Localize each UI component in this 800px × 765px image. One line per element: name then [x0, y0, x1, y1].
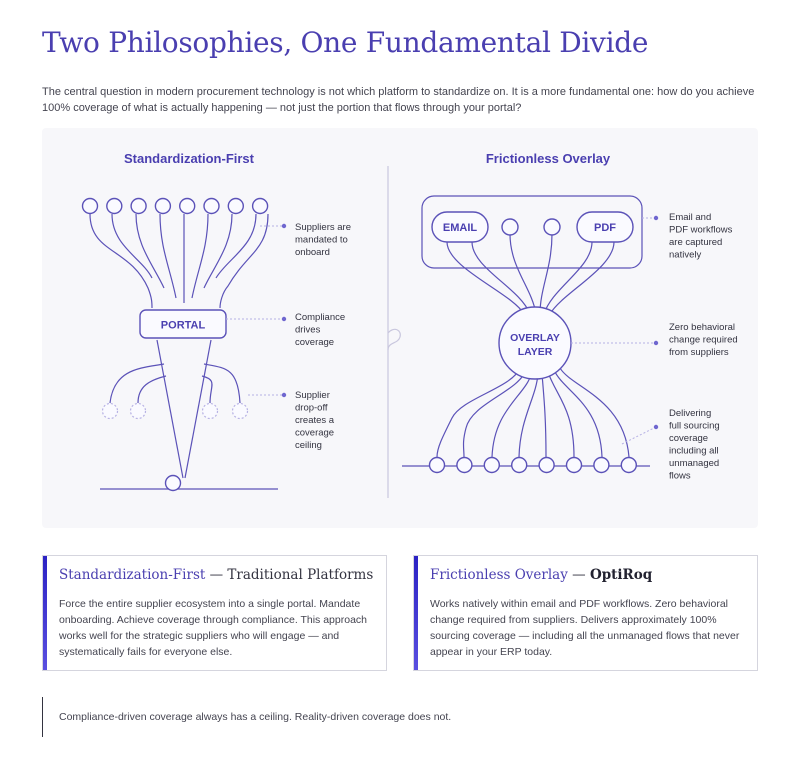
left-annotation-dots [281, 223, 287, 398]
funnel-lines [89, 213, 278, 490]
email-source-node [431, 211, 489, 243]
page-title: Two Philosophies, One Fundamental Divide [42, 26, 649, 59]
standardization-card: Standardization-First — Traditional Plat… [42, 555, 387, 671]
closing-quote: Compliance-driven coverage always has a … [42, 697, 451, 737]
captured-flow-nodes [428, 456, 637, 474]
email-source-label: EMAIL [443, 222, 478, 234]
standardization-card-heading: Standardization-First — Traditional Plat… [59, 567, 373, 583]
supplier-node [178, 197, 196, 215]
right-diagram-heading: Frictionless Overlay [486, 151, 611, 166]
card-heading-sub: Traditional Platforms [227, 567, 374, 583]
philosophy-diagram: Standardization-First PORT [81, 151, 738, 498]
right-annotation-dots [653, 215, 659, 430]
annotation-line: Email and [669, 212, 711, 223]
supplier-node [130, 197, 147, 215]
left-annotation-leaders [226, 225, 282, 396]
flow-node [620, 456, 637, 474]
card-heading-main: Frictionless Overlay [430, 567, 568, 583]
flow-node [511, 456, 528, 474]
overlay-label-line1: OVERLAY [510, 332, 560, 344]
annotation-line: Suppliers are [295, 222, 351, 233]
overlay-label-line2: LAYER [518, 346, 553, 358]
annotation-line: are captured [669, 237, 722, 248]
right-annotation-leaders [571, 217, 655, 445]
supplier-node [154, 197, 172, 215]
card-accent-bar [43, 556, 47, 670]
annotation-line: creates a [295, 415, 335, 426]
left-diagram-heading: Standardization-First [124, 151, 255, 166]
intro-paragraph: The central question in modern procureme… [42, 86, 755, 114]
dropped-node [231, 402, 249, 420]
annotation-line: flows [669, 471, 691, 482]
portal-node [139, 309, 227, 339]
annotation-line: onboard [295, 247, 330, 258]
standardization-card-body: Force the entire supplier ecosystem into… [59, 598, 368, 658]
annotation-line: mandated to [295, 235, 348, 246]
annotation-line: Delivering [669, 408, 711, 419]
annotation-line: drives [295, 325, 321, 336]
annotation-line: Compliance [295, 312, 345, 323]
annotation-line: including all [669, 446, 719, 457]
source-node [501, 218, 519, 236]
flow-node [593, 456, 610, 474]
card-accent-bar [414, 556, 418, 670]
annotation-line: from suppliers [669, 347, 729, 358]
overlay-card-body: Works natively within email and PDF work… [430, 598, 740, 658]
annotation-line: drop-off [295, 403, 328, 414]
card-heading-brand: OptiRoq [589, 567, 653, 583]
card-heading-separator: — [572, 567, 586, 583]
annotation-line: PDF workflows [669, 225, 733, 236]
annotation-line: full sourcing [669, 421, 720, 432]
dropped-node [201, 402, 219, 420]
flow-node [483, 456, 500, 474]
pdf-source-label: PDF [594, 222, 616, 234]
source-container [421, 195, 643, 269]
divider-knot [387, 328, 401, 351]
diagram-panel: Standardization-First PORT [42, 128, 758, 528]
annotation-line: natively [669, 250, 701, 261]
pdf-source-node [576, 211, 634, 243]
ceiling-node [164, 474, 182, 492]
supplier-node [203, 197, 220, 215]
dropped-node [129, 402, 147, 420]
annotation-line: change required [669, 335, 738, 346]
flow-node [456, 456, 473, 474]
flow-node [538, 456, 555, 474]
flow-node [565, 456, 583, 474]
overlay-input-lines [446, 233, 615, 315]
portal-label: PORTAL [161, 320, 206, 332]
overlay-card: Frictionless Overlay — OptiRoq Works nat… [413, 555, 758, 671]
annotation-line: ceiling [295, 440, 322, 451]
overlay-output-lines [402, 367, 650, 467]
annotation-line: coverage [295, 428, 334, 439]
annotation-line: Supplier [295, 390, 330, 401]
supplier-node [81, 197, 99, 215]
flow-node [428, 456, 446, 474]
supplier-nodes [81, 197, 269, 215]
overlay-card-heading: Frictionless Overlay — OptiRoq [430, 567, 652, 583]
annotation-line: Zero behavioral [669, 322, 735, 333]
annotation-line: unmanaged [669, 458, 719, 469]
dropped-supplier-nodes [101, 402, 249, 420]
annotation-line: coverage [295, 337, 334, 348]
supplier-node [251, 197, 269, 215]
card-heading-separator: — [209, 567, 224, 583]
annotation-line: coverage [669, 433, 708, 444]
card-heading-main: Standardization-First [59, 567, 206, 583]
supplier-node [227, 197, 245, 215]
source-node [543, 218, 561, 236]
dropped-node [101, 402, 119, 420]
supplier-node [106, 197, 123, 215]
